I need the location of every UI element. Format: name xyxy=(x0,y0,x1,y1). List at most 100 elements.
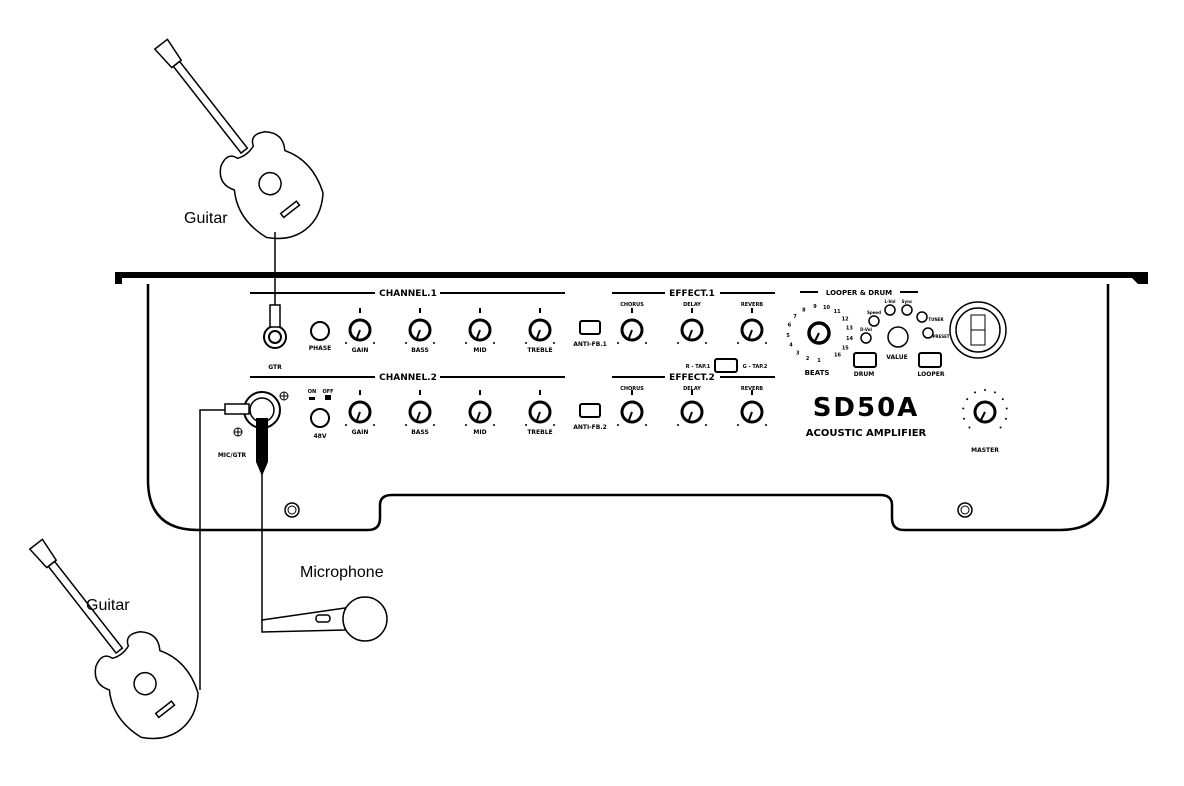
beat-number: 7 xyxy=(793,314,797,320)
ch1-mid-label: MID xyxy=(473,347,486,354)
ch2-gain-label: GAIN xyxy=(352,429,369,436)
ch1-gain-label: GAIN xyxy=(352,347,369,354)
tap1-label: R - TAP.1 xyxy=(686,364,711,370)
beat-number: 9 xyxy=(813,304,817,310)
beat-number: 2 xyxy=(806,356,810,362)
lvol-label: L-Vol xyxy=(885,299,897,304)
ch2-gain-knob[interactable] xyxy=(345,390,375,426)
fx2-reverb-label: REVERB xyxy=(741,386,763,392)
drum-label: DRUM xyxy=(854,371,874,378)
beat-number: 16 xyxy=(834,353,841,359)
ch2-treble-knob[interactable] xyxy=(525,390,555,426)
fx1-chorus-label: CHORUS xyxy=(620,302,644,308)
ch1-treble-knob[interactable] xyxy=(525,308,555,344)
phase-button[interactable] xyxy=(310,321,330,341)
fx2-reverb-knob[interactable] xyxy=(737,390,767,426)
anti-fb1-label: ANTI-FB.1 xyxy=(573,341,607,348)
fx1-delay-label: DELAY xyxy=(683,302,701,308)
acoustic-guitar-top xyxy=(153,38,324,240)
beat-number: 15 xyxy=(842,345,849,351)
mic-gtr-label: MIC/GTR xyxy=(218,452,247,459)
value-encoder[interactable] xyxy=(887,326,909,348)
amp-panel-outline xyxy=(146,284,1110,532)
gtr-plug xyxy=(269,304,281,328)
master-scale-dot xyxy=(993,391,996,394)
master-scale-dot xyxy=(1005,407,1008,410)
beat-number: 1 xyxy=(817,358,821,364)
ch1-bass-knob[interactable] xyxy=(405,308,435,344)
speed-label: Speed xyxy=(867,310,881,315)
effect1-label: EFFECT.1 xyxy=(669,289,715,299)
section-lines xyxy=(250,291,918,378)
master-scale-dot xyxy=(962,407,965,410)
master-scale-dot xyxy=(999,426,1002,429)
channel1-label: CHANNEL.1 xyxy=(379,289,437,299)
fx2-chorus-label: CHORUS xyxy=(620,386,644,392)
tap-button[interactable] xyxy=(714,358,738,373)
seven-segment-display xyxy=(949,301,1007,359)
guitar-bottom-caption: Guitar xyxy=(86,597,130,614)
master-knob[interactable] xyxy=(962,389,1008,429)
anti-fb1-button[interactable] xyxy=(579,320,601,335)
dvol-button[interactable] xyxy=(860,332,872,344)
ch2-mid-knob[interactable] xyxy=(465,390,495,426)
ch1-mid-knob[interactable] xyxy=(465,308,495,344)
beats-knob[interactable] xyxy=(807,321,831,345)
beat-number: 6 xyxy=(788,323,792,329)
fx2-delay-label: DELAY xyxy=(683,386,701,392)
master-scale-dot xyxy=(984,389,986,391)
master-scale-dot xyxy=(974,391,977,394)
beat-number: 12 xyxy=(842,316,849,322)
master-scale-dot xyxy=(963,417,966,420)
lvol-button[interactable] xyxy=(884,304,896,316)
dvol-label: D-Vol xyxy=(860,327,872,332)
beat-number: 5 xyxy=(786,333,790,339)
tuner-button[interactable] xyxy=(916,311,928,323)
master-label: MASTER xyxy=(971,447,999,454)
master-scale-dot xyxy=(968,426,971,429)
ch1-treble-label: TREBLE xyxy=(527,347,552,354)
ch1-bass-label: BASS xyxy=(411,347,429,354)
beat-number: 4 xyxy=(789,343,793,349)
knobs: GAINGAINBASSBASSMIDMIDTREBLETREBLECHORUS… xyxy=(345,302,1008,436)
anti-fb2-label: ANTI-FB.2 xyxy=(573,424,607,431)
model-subtitle: ACOUSTIC AMPLIFIER xyxy=(806,428,927,439)
sync-button[interactable] xyxy=(901,304,913,316)
master-scale-dot xyxy=(1004,417,1007,420)
on-label: ON xyxy=(308,389,316,395)
fx1-reverb-label: REVERB xyxy=(741,302,763,308)
tuner-label: TUNER xyxy=(928,317,943,322)
gtr-label: GTR xyxy=(268,364,282,371)
phantom-switch-indicator-icon xyxy=(309,395,331,400)
beat-number: 11 xyxy=(834,309,841,315)
looper-button[interactable] xyxy=(918,352,942,368)
beat-number: 8 xyxy=(802,307,806,313)
fx2-chorus-knob[interactable] xyxy=(617,390,647,426)
beats-label: BEATS xyxy=(805,369,830,377)
mic-gtr-plug-side xyxy=(224,403,250,415)
microphone-caption: Microphone xyxy=(300,564,384,581)
speed-button[interactable] xyxy=(868,315,880,327)
effect2-label: EFFECT.2 xyxy=(669,373,715,383)
drum-button[interactable] xyxy=(853,352,877,368)
amp-top-bar xyxy=(115,272,1148,284)
value-label: VALUE xyxy=(886,354,907,361)
ch1-gain-knob[interactable] xyxy=(345,308,375,344)
preset-button[interactable] xyxy=(922,327,934,339)
fx2-delay-knob[interactable] xyxy=(677,390,707,426)
gtr-input-jack[interactable] xyxy=(263,325,287,349)
ch2-treble-label: TREBLE xyxy=(527,429,552,436)
ch2-mid-label: MID xyxy=(473,429,486,436)
fx1-chorus-knob[interactable] xyxy=(617,308,647,344)
fx1-reverb-knob[interactable] xyxy=(737,308,767,344)
fx1-delay-knob[interactable] xyxy=(677,308,707,344)
48v-label: 48V xyxy=(314,433,327,440)
beat-number: 14 xyxy=(846,336,853,342)
tap2-label: G - TAP.2 xyxy=(743,364,768,370)
anti-fb2-button[interactable] xyxy=(579,403,601,418)
phantom-48v-button[interactable] xyxy=(310,408,330,428)
ch2-bass-knob[interactable] xyxy=(405,390,435,426)
cables xyxy=(199,232,276,690)
